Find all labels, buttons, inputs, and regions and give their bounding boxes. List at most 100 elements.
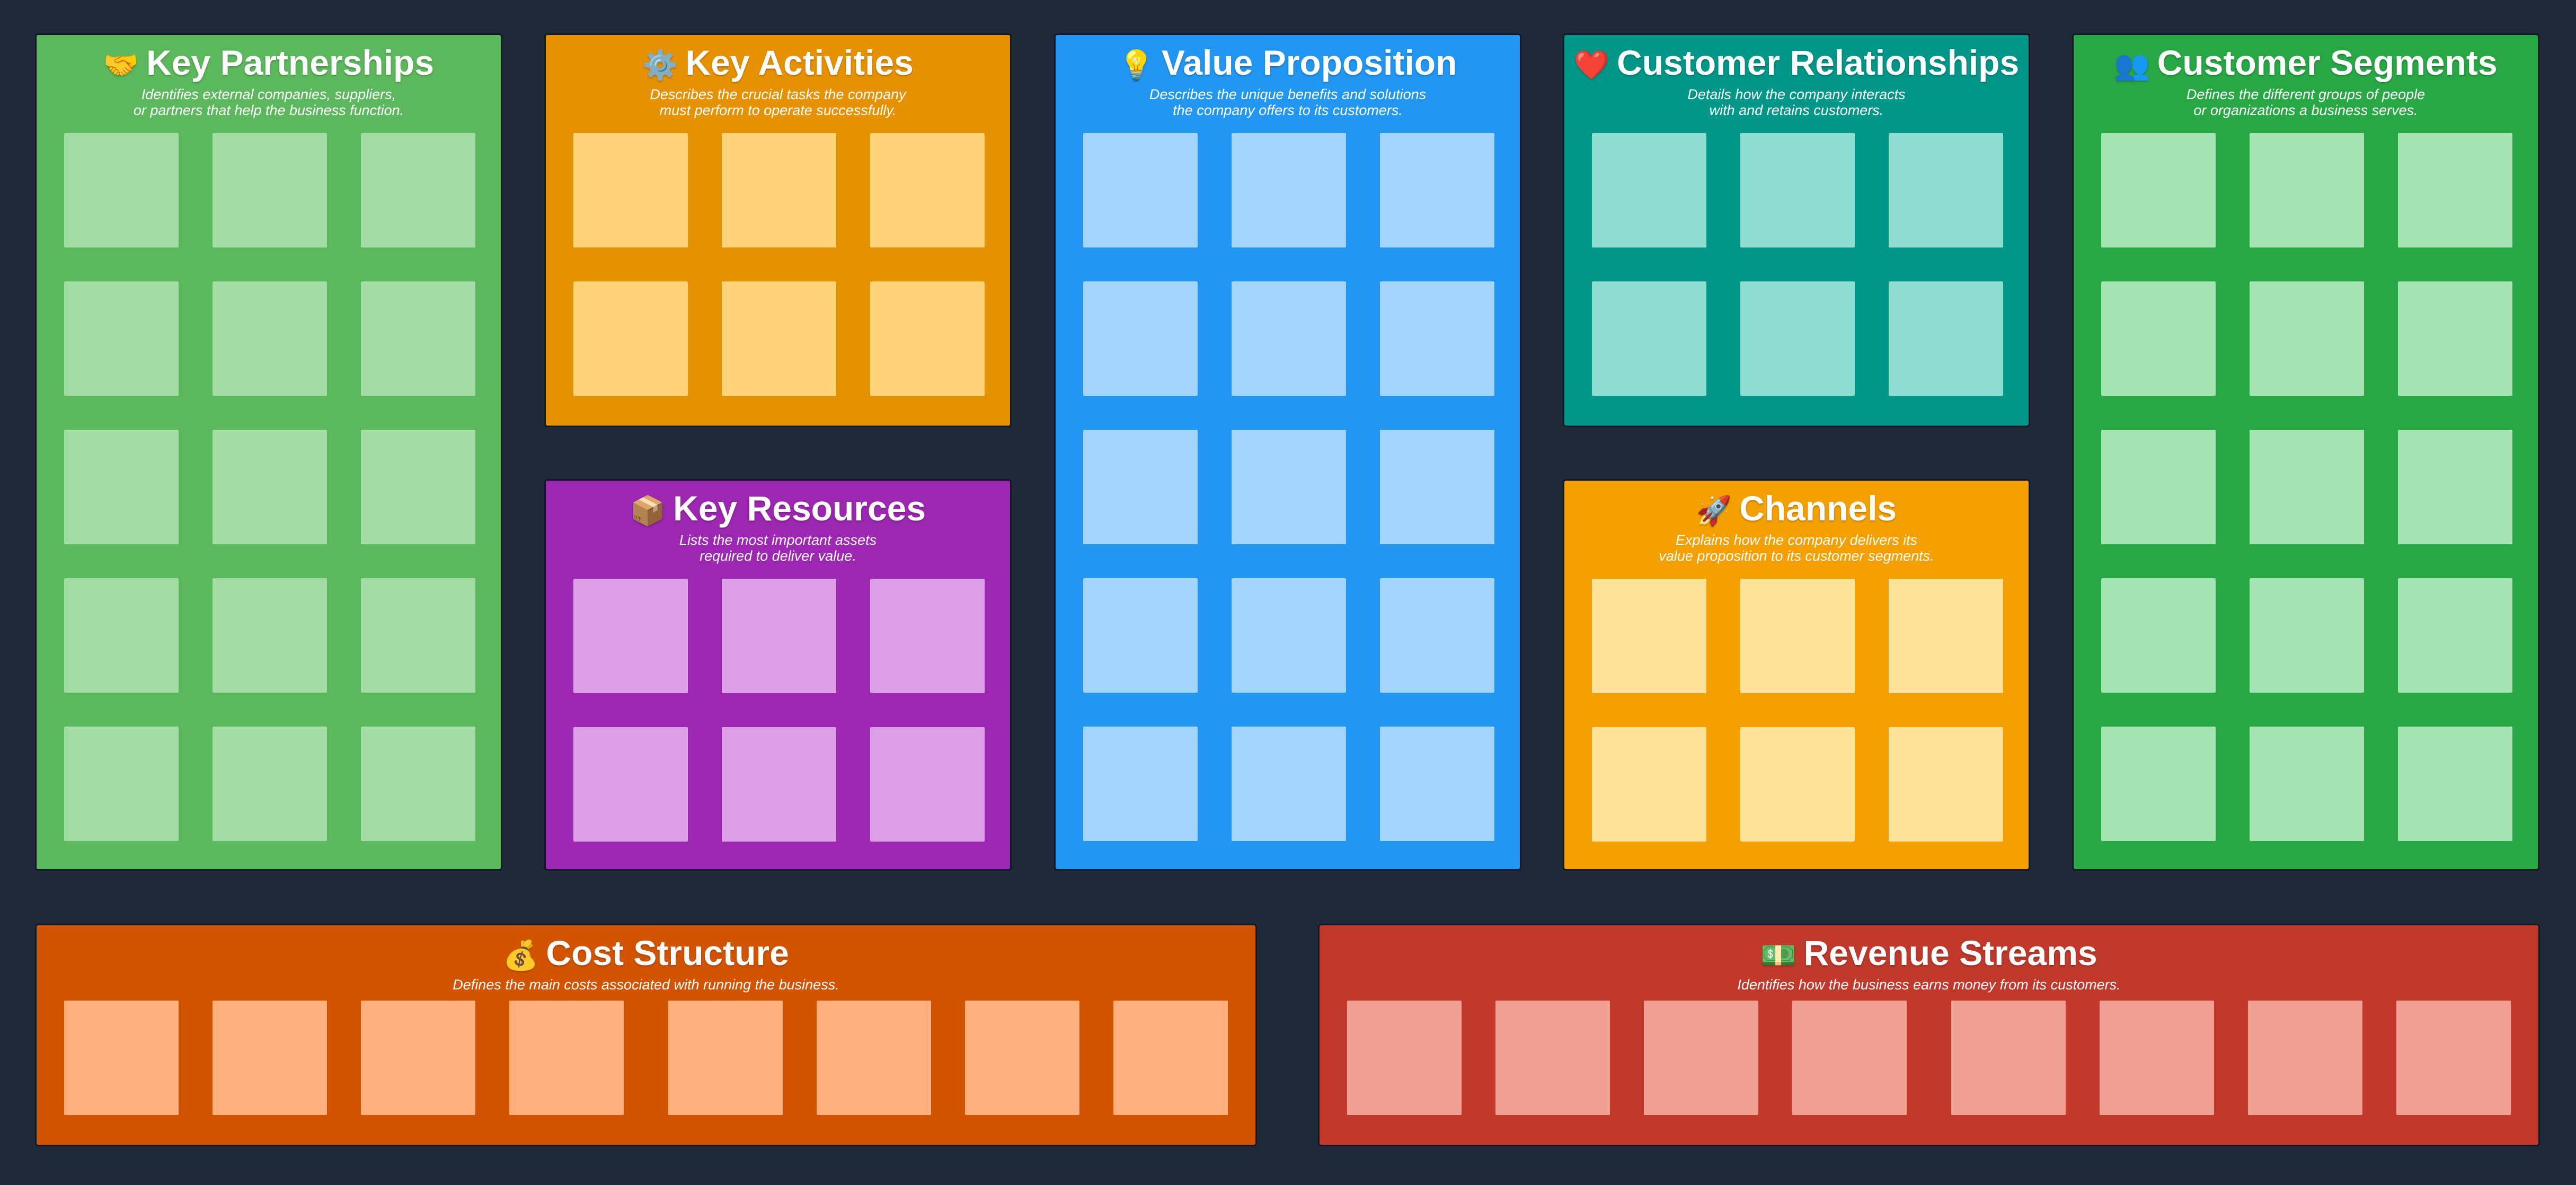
- sticky-note[interactable]: [1792, 1001, 1907, 1115]
- sticky-note[interactable]: [2101, 281, 2216, 396]
- sticky-note[interactable]: [870, 579, 985, 693]
- sticky-note[interactable]: [1740, 579, 1855, 693]
- key-partnerships-title: 🤝Key Partnerships: [37, 41, 501, 86]
- sticky-note[interactable]: [1951, 1001, 2066, 1115]
- sticky-note[interactable]: [870, 727, 985, 842]
- sticky-note[interactable]: [668, 1001, 783, 1115]
- sticky-note[interactable]: [573, 281, 688, 396]
- revenue-streams-title: 💵Revenue Streams: [1320, 932, 2538, 977]
- sticky-note[interactable]: [2398, 133, 2512, 247]
- sticky-note[interactable]: [1740, 727, 1855, 842]
- sticky-note[interactable]: [2250, 727, 2364, 841]
- sticky-note[interactable]: [2250, 578, 2364, 693]
- sticky-note[interactable]: [573, 133, 688, 247]
- sticky-note[interactable]: [64, 281, 179, 396]
- sticky-note[interactable]: [965, 1001, 1079, 1115]
- sticky-note[interactable]: [213, 281, 327, 396]
- gear-icon: ⚙️: [642, 48, 678, 82]
- sticky-note[interactable]: [1740, 281, 1855, 396]
- sticky-note[interactable]: [1232, 133, 1346, 247]
- sticky-note[interactable]: [870, 281, 985, 396]
- key-resources-block: 📦Key Resources Lists the most important …: [544, 479, 1012, 871]
- channels-header: 🚀Channels Explains how the company deliv…: [1564, 487, 2029, 564]
- sticky-note[interactable]: [361, 430, 475, 544]
- sticky-note[interactable]: [361, 133, 475, 247]
- customer-segments-title-text: Customer Segments: [2157, 43, 2498, 82]
- sticky-note[interactable]: [2398, 430, 2512, 544]
- sticky-note[interactable]: [1644, 1001, 1758, 1115]
- sticky-note[interactable]: [722, 579, 836, 693]
- sticky-note[interactable]: [1380, 578, 1494, 693]
- rocket-icon: 🚀: [1696, 494, 1732, 527]
- sticky-note[interactable]: [1592, 281, 1706, 396]
- sticky-note[interactable]: [213, 133, 327, 247]
- sticky-note[interactable]: [361, 578, 475, 693]
- sticky-note[interactable]: [2248, 1001, 2362, 1115]
- sticky-note[interactable]: [1232, 578, 1346, 693]
- sticky-note[interactable]: [1232, 727, 1346, 841]
- cost-structure-description: Defines the main costs associated with r…: [453, 977, 839, 993]
- sticky-note[interactable]: [361, 727, 475, 841]
- sticky-note[interactable]: [2250, 430, 2364, 544]
- sticky-note[interactable]: [213, 727, 327, 841]
- sticky-note[interactable]: [1232, 281, 1346, 396]
- sticky-note[interactable]: [573, 579, 688, 693]
- lightbulb-icon: 💡: [1118, 48, 1154, 82]
- sticky-note[interactable]: [870, 133, 985, 247]
- sticky-note[interactable]: [817, 1001, 931, 1115]
- sticky-note[interactable]: [64, 133, 179, 247]
- sticky-note[interactable]: [1592, 133, 1706, 247]
- sticky-note[interactable]: [573, 727, 688, 842]
- sticky-note[interactable]: [1380, 133, 1494, 247]
- sticky-note[interactable]: [2101, 578, 2216, 693]
- sticky-note[interactable]: [1592, 579, 1706, 693]
- sticky-note[interactable]: [2101, 430, 2216, 544]
- sticky-note[interactable]: [64, 727, 179, 841]
- sticky-note[interactable]: [509, 1001, 624, 1115]
- cost-structure-header: 💰Cost Structure Defines the main costs a…: [37, 932, 1255, 993]
- customer-relationships-title-text: Customer Relationships: [1617, 43, 2020, 82]
- sticky-note[interactable]: [2250, 133, 2364, 247]
- sticky-note[interactable]: [2396, 1001, 2511, 1115]
- sticky-note[interactable]: [1347, 1001, 1462, 1115]
- sticky-note[interactable]: [361, 281, 475, 396]
- sticky-note[interactable]: [1592, 727, 1706, 842]
- sticky-note[interactable]: [213, 430, 327, 544]
- sticky-note[interactable]: [1380, 430, 1494, 544]
- sticky-note[interactable]: [1889, 133, 2003, 247]
- sticky-note[interactable]: [722, 133, 836, 247]
- sticky-note[interactable]: [1083, 281, 1198, 396]
- sticky-note[interactable]: [1889, 579, 2003, 693]
- sticky-note[interactable]: [1083, 578, 1198, 693]
- sticky-note[interactable]: [2398, 281, 2512, 396]
- sticky-note[interactable]: [1740, 133, 1855, 247]
- sticky-note[interactable]: [1083, 430, 1198, 544]
- sticky-note[interactable]: [1380, 281, 1494, 396]
- sticky-note[interactable]: [1495, 1001, 1610, 1115]
- sticky-note[interactable]: [1083, 727, 1198, 841]
- sticky-note[interactable]: [1889, 727, 2003, 842]
- sticky-note[interactable]: [1113, 1001, 1228, 1115]
- key-activities-description: Describes the crucial tasks the company …: [650, 86, 906, 118]
- sticky-note[interactable]: [2250, 281, 2364, 396]
- revenue-streams-block: 💵Revenue Streams Identifies how the busi…: [1318, 924, 2540, 1146]
- sticky-note[interactable]: [2398, 727, 2512, 841]
- sticky-note[interactable]: [64, 578, 179, 693]
- sticky-note[interactable]: [722, 281, 836, 396]
- sticky-note[interactable]: [361, 1001, 475, 1115]
- sticky-note[interactable]: [2398, 578, 2512, 693]
- sticky-note[interactable]: [2100, 1001, 2214, 1115]
- sticky-note[interactable]: [213, 1001, 327, 1115]
- sticky-note[interactable]: [722, 727, 836, 842]
- sticky-note[interactable]: [1083, 133, 1198, 247]
- sticky-note[interactable]: [1232, 430, 1346, 544]
- sticky-note[interactable]: [64, 430, 179, 544]
- sticky-note[interactable]: [1889, 281, 2003, 396]
- customer-segments-description: Defines the different groups of people o…: [2186, 86, 2425, 118]
- sticky-note[interactable]: [213, 578, 327, 693]
- sticky-note[interactable]: [2101, 727, 2216, 841]
- sticky-note[interactable]: [2101, 133, 2216, 247]
- sticky-note[interactable]: [1380, 727, 1494, 841]
- value-proposition-description: Describes the unique benefits and soluti…: [1149, 86, 1427, 118]
- sticky-note[interactable]: [64, 1001, 179, 1115]
